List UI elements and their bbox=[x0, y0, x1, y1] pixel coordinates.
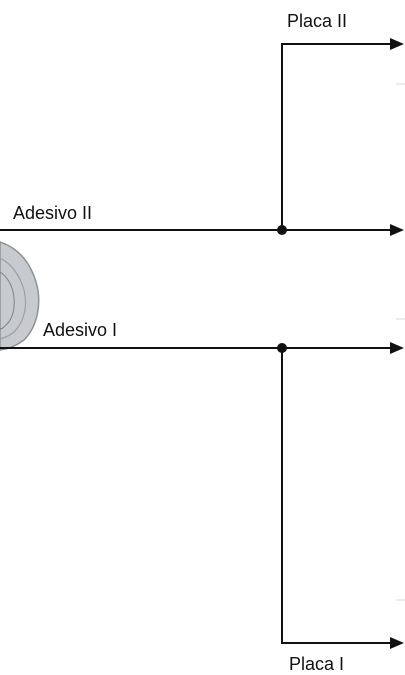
label-placa-i: Placa I bbox=[289, 654, 344, 674]
placa-ii-arrowhead bbox=[390, 38, 404, 50]
adesivo-i-arrowhead bbox=[390, 342, 404, 354]
placa-i-arrowhead bbox=[390, 637, 404, 649]
label-adesivo-ii: Adesivo II bbox=[13, 203, 92, 223]
adesivo-ii-junction-dot bbox=[277, 225, 287, 235]
partial-object-graphic bbox=[0, 241, 40, 351]
label-adesivo-i: Adesivo I bbox=[43, 320, 117, 340]
adesivo-ii-arrowhead bbox=[390, 224, 404, 236]
label-placa-ii: Placa II bbox=[287, 11, 347, 31]
